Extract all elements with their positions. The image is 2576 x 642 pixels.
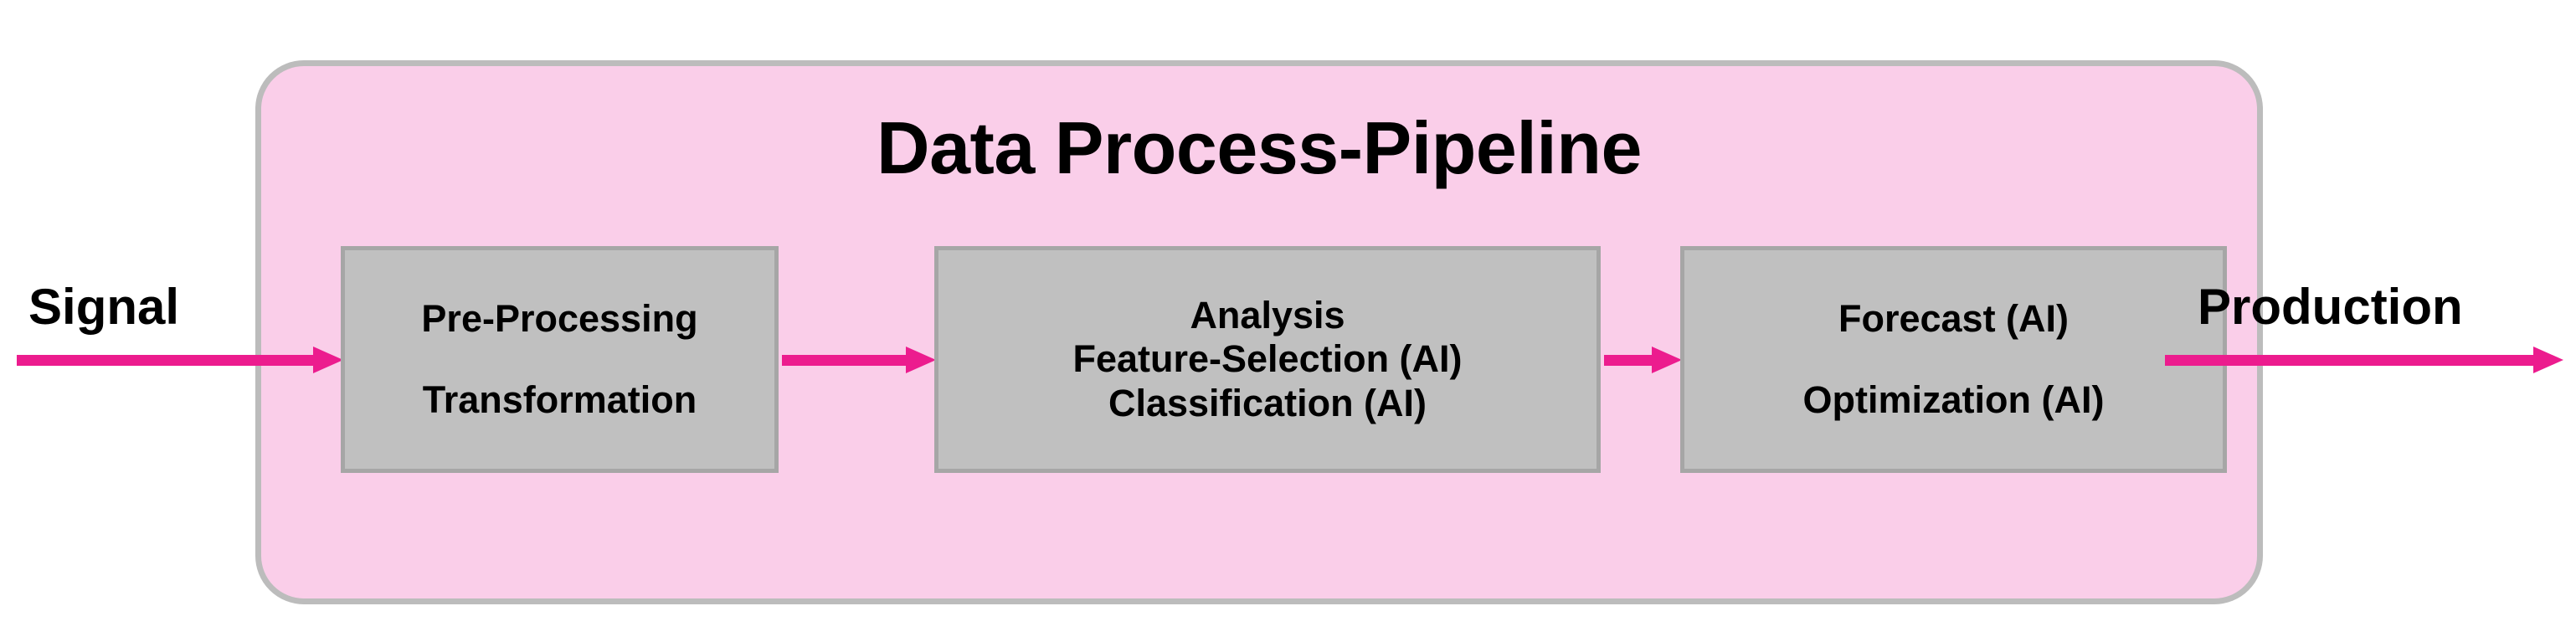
- stage-box-forecast[interactable]: Forecast (AI) Optimization (AI): [1680, 246, 2227, 473]
- stage-line: Optimization (AI): [1802, 377, 2105, 421]
- input-label-signal: Signal: [28, 279, 180, 335]
- arrow-shaft: [782, 355, 908, 366]
- arrow-stage1-to-stage2: [782, 347, 936, 373]
- arrow-head-icon: [906, 347, 936, 373]
- stage-line: Feature-Selection (AI): [1072, 337, 1463, 381]
- output-label-production: Production: [2198, 279, 2463, 335]
- stage-line: Transformation: [422, 377, 697, 421]
- stage-line: Analysis: [1190, 294, 1345, 337]
- arrow-input-to-stage1: [17, 347, 343, 373]
- arrow-stage2-to-stage3: [1604, 347, 1682, 373]
- stage-line: Classification (AI): [1108, 381, 1427, 424]
- arrow-shaft: [2165, 355, 2537, 366]
- stage-line: Forecast (AI): [1838, 297, 2070, 341]
- arrow-stage3-to-output: [2165, 347, 2563, 373]
- stage-box-pre-processing[interactable]: Pre-Processing Transformation: [341, 246, 779, 473]
- arrow-head-icon: [2533, 347, 2563, 373]
- arrow-shaft: [1604, 355, 1654, 366]
- arrow-shaft: [17, 355, 316, 366]
- page-title: Data Process-Pipeline: [877, 106, 1642, 189]
- arrow-head-icon: [1652, 347, 1682, 373]
- stage-box-analysis[interactable]: Analysis Feature-Selection (AI) Classifi…: [934, 246, 1601, 473]
- stage-line: Pre-Processing: [421, 297, 698, 341]
- arrow-head-icon: [313, 347, 343, 373]
